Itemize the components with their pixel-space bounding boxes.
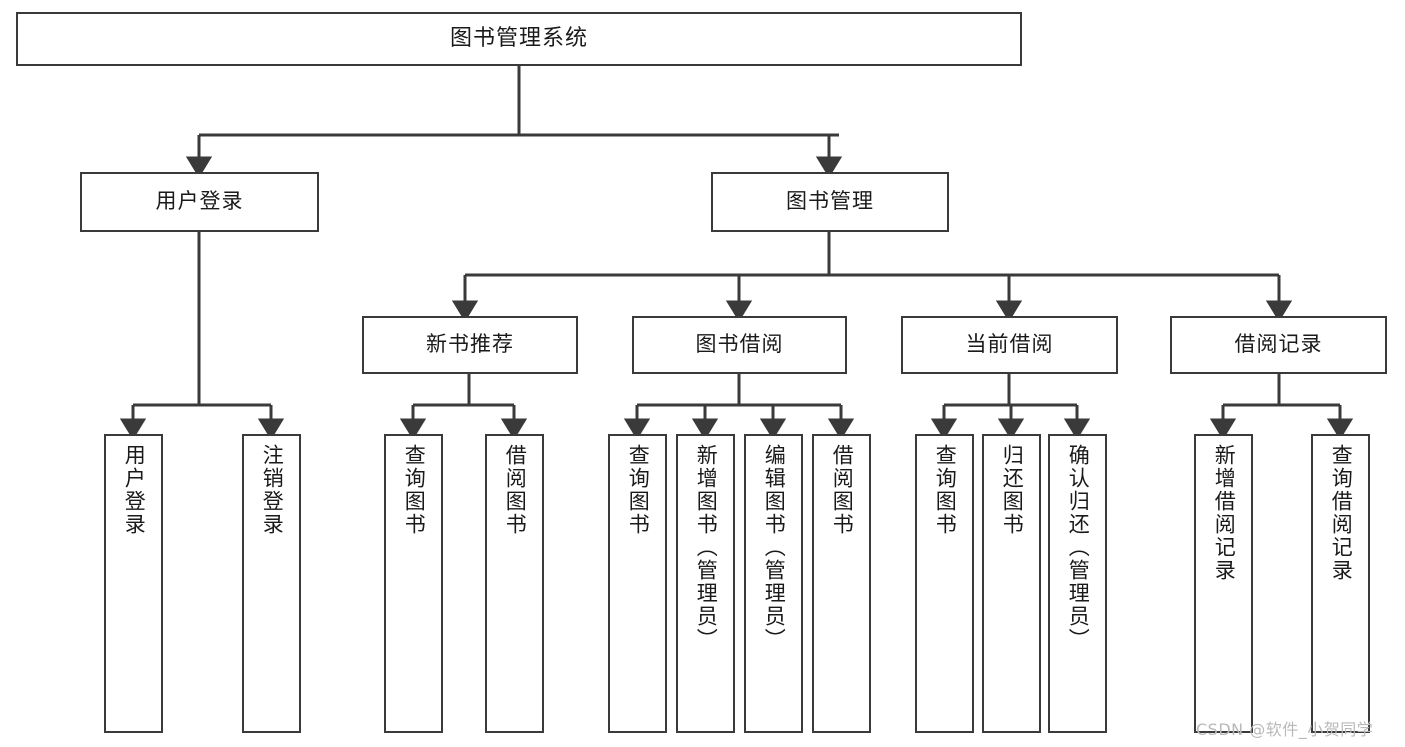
node-leaf-user-login[interactable]: 用户登录 (104, 434, 163, 733)
node-new-book-recommend[interactable]: 新书推荐 (362, 316, 578, 374)
node-leaf-confirm-return-label: 确认归还（管理员） (1066, 444, 1091, 651)
node-book-manage[interactable]: 图书管理 (711, 172, 949, 232)
node-leaf-user-login-label: 用户登录 (122, 444, 147, 536)
node-leaf-logout-login[interactable]: 注销登录 (242, 434, 301, 733)
node-leaf-edit-book[interactable]: 编辑图书（管理员） (744, 434, 803, 733)
node-leaf-borrow-book-2[interactable]: 借阅图书 (812, 434, 871, 733)
node-leaf-borrow-book-1[interactable]: 借阅图书 (485, 434, 544, 733)
node-leaf-query-record[interactable]: 查询借阅记录 (1311, 434, 1370, 733)
node-leaf-confirm-return[interactable]: 确认归还（管理员） (1048, 434, 1107, 733)
node-root[interactable]: 图书管理系统 (16, 12, 1022, 66)
node-borrow-record[interactable]: 借阅记录 (1170, 316, 1387, 374)
node-leaf-add-book[interactable]: 新增图书（管理员） (676, 434, 735, 733)
node-leaf-query-book-2[interactable]: 查询图书 (608, 434, 667, 733)
node-leaf-borrow-book-1-label: 借阅图书 (503, 444, 528, 536)
node-leaf-add-book-label: 新增图书（管理员） (694, 444, 719, 651)
node-leaf-borrow-book-2-label: 借阅图书 (830, 444, 855, 536)
node-leaf-add-record[interactable]: 新增借阅记录 (1194, 434, 1253, 733)
node-book-borrow-label: 图书借阅 (695, 332, 784, 357)
csdn-watermark: CSDN @软件_小贺同学 (1196, 720, 1374, 739)
node-leaf-edit-book-label: 编辑图书（管理员） (762, 444, 787, 651)
node-leaf-query-book-3-label: 查询图书 (933, 444, 958, 536)
node-root-label: 图书管理系统 (449, 25, 588, 51)
node-book-manage-label: 图书管理 (786, 189, 874, 214)
node-leaf-query-record-label: 查询借阅记录 (1329, 444, 1354, 582)
node-leaf-return-book[interactable]: 归还图书 (982, 434, 1041, 733)
node-borrow-record-label: 借阅记录 (1234, 332, 1323, 357)
node-current-borrow-label: 当前借阅 (965, 332, 1054, 357)
node-leaf-add-record-label: 新增借阅记录 (1212, 444, 1237, 582)
node-leaf-query-book-2-label: 查询图书 (626, 444, 651, 536)
node-leaf-return-book-label: 归还图书 (1000, 444, 1025, 536)
node-new-book-recommend-label: 新书推荐 (426, 332, 514, 357)
node-leaf-query-book-1-label: 查询图书 (402, 444, 427, 536)
node-leaf-logout-login-label: 注销登录 (260, 444, 285, 536)
node-user-login-label: 用户登录 (155, 189, 244, 214)
node-user-login[interactable]: 用户登录 (80, 172, 319, 232)
node-book-borrow[interactable]: 图书借阅 (632, 316, 847, 374)
node-leaf-query-book-3[interactable]: 查询图书 (915, 434, 974, 733)
node-current-borrow[interactable]: 当前借阅 (901, 316, 1118, 374)
node-leaf-query-book-1[interactable]: 查询图书 (384, 434, 443, 733)
